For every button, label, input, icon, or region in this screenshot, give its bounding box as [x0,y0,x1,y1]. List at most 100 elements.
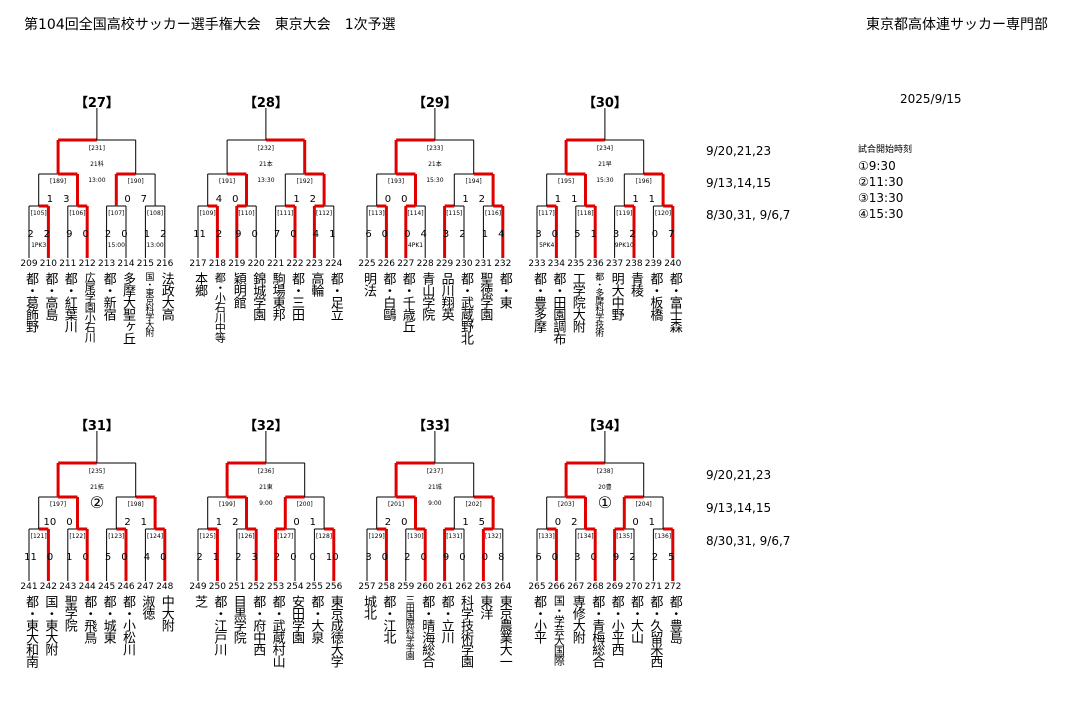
match-score: 1 3 [46,194,70,205]
team-name: 目黒学院 [230,595,246,643]
match-score: 1 0 [66,552,89,563]
team-seed-number: 218 [208,259,226,269]
team-seed-number: 236 [586,259,604,269]
team-name: 東京農業大一 [496,595,512,667]
team-seed-number: 252 [247,582,265,592]
block-id: 【32】 [243,419,288,434]
match-score: 2 0 [384,517,408,528]
team-seed-number: 219 [228,259,246,269]
match-number: [132] [485,533,502,540]
team-name: 都・東 [496,272,512,308]
team-name: 都・白鷗 [380,272,396,320]
team-seed-number: 225 [358,259,376,269]
match-score: 9 0 [235,229,258,240]
team-name: 錦城学園 [250,272,266,320]
team-name: 都・葛飾野 [23,272,38,332]
team-name: 都・大泉 [308,595,324,643]
match-time: 13:30 [257,177,275,184]
match-score: 1 2 [215,517,239,528]
legend-title: 試合開始時刻 [858,145,913,155]
team-name: 都・高島 [42,272,58,320]
team-name: 都・新宿 [100,272,116,320]
match-score: 6 0 [535,552,559,563]
match-number: [195] [558,178,575,185]
team-name: 都・武蔵村山 [269,595,285,667]
team-seed-number: 272 [664,582,682,592]
match-score: 3 2 [442,229,466,240]
match-score: 10 0 [43,517,73,528]
team-name: 都・千歳丘 [399,272,415,332]
team-name: 青稜 [628,272,643,296]
schedule-qf-dates: 8/30,31, 9/6,7 [706,208,791,222]
match-number: [117] [538,210,555,217]
match-venue: 21科 [90,161,104,168]
team-seed-number: 253 [267,582,285,592]
match-note: 4PK1 [407,242,424,249]
block-id: 【33】 [412,419,457,434]
match-score: 3 2 [612,229,636,240]
team-name: 都・小松川 [120,595,135,655]
team-name: 都・富士森 [666,272,682,332]
match-number: [124] [147,533,164,540]
team-seed-number: 212 [78,259,96,269]
match-number: [118] [577,210,594,217]
team-seed-number: 243 [59,582,77,592]
team-name: 東洋 [477,595,493,619]
start-time-legend: 試合開始時刻 ①9:30 ②11:30 ③13:30 ④15:30 [858,142,912,222]
match-venue: 21早 [598,161,612,168]
team-seed-number: 211 [59,259,77,269]
match-time: ① [597,493,613,512]
team-name: 国・東京科学大附 [143,272,154,336]
team-seed-number: 270 [625,582,643,592]
team-name: 法政大高 [158,272,174,320]
schedule-semi-dates-2: 9/13,14,15 [706,501,772,515]
match-score: 9 2 [612,552,636,563]
match-number: [121] [30,533,47,540]
team-name: 都・武蔵野北 [458,272,473,344]
team-name: 明法 [361,272,376,296]
team-name: 都・紅葉川 [61,272,77,332]
match-score: 5 0 [104,552,128,563]
match-number: [232] [257,145,274,152]
team-name: 明大中野 [608,272,624,320]
team-seed-number: 241 [20,582,38,592]
match-score: 4 0 [215,194,239,205]
team-name: 城北 [361,595,376,619]
team-name: 工学院大附 [569,272,585,332]
match-score: 0 7 [124,194,148,205]
team-name: 三田国際科学学園 [403,595,414,659]
team-seed-number: 251 [228,582,246,592]
team-name: 国・東大附 [42,595,58,655]
match-score: 6 0 [365,229,389,240]
match-score: 0 8 [481,552,505,563]
match-number: [133] [538,533,555,540]
team-name: 都・足立 [327,272,343,320]
match-number: [116] [485,210,502,217]
match-number: [231] [88,145,105,152]
page-title: 第104回全国高校サッカー選手権大会 東京大会 1次予選 [24,17,396,33]
team-name: 都・豊島 [666,595,682,643]
team-seed-number: 214 [117,259,135,269]
organization-name: 東京都高体連サッカー専門部 [866,17,1048,33]
match-score: 2 5 [651,552,675,563]
match-score: 3 0 [535,229,559,240]
team-name: 都・田園調布 [550,272,566,344]
team-seed-number: 216 [156,259,174,269]
match-number: [198] [127,501,144,508]
match-score: 7 0 [273,229,297,240]
team-seed-number: 262 [455,582,473,592]
team-name: 都・小石川中等 [213,272,227,342]
match-number: [193] [388,178,405,185]
match-score: 11 0 [24,552,54,563]
match-number: [107] [108,210,125,217]
team-name: 中大附 [158,595,174,631]
legend-item: ④15:30 [858,207,904,221]
team-seed-number: 250 [208,582,226,592]
match-number: [108] [147,210,164,217]
match-venue: 21城 [428,484,442,491]
team-name: 都・青梅総合 [589,595,605,667]
team-name: 都・飛鳥 [81,595,97,643]
team-seed-number: 244 [78,582,96,592]
team-seed-number: 239 [644,259,662,269]
team-seed-number: 230 [455,259,473,269]
